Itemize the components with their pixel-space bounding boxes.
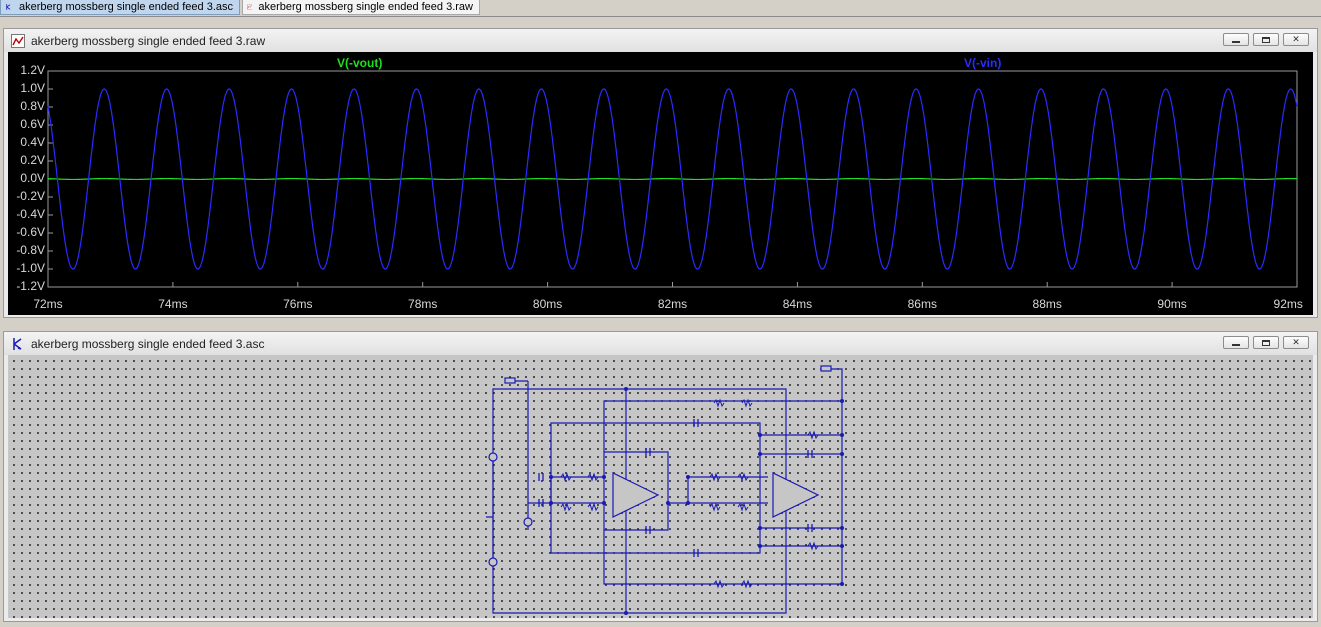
y-tick-label: 1.0V <box>20 81 45 95</box>
minimize-icon <box>1232 344 1240 346</box>
y-tick-label: 0.2V <box>20 153 45 167</box>
opamp-2[interactable] <box>772 472 820 518</box>
waveform-window-titlebar[interactable]: akerberg mossberg single ended feed 3.ra… <box>4 29 1317 52</box>
document-tab-strip: akerberg mossberg single ended feed 3.as… <box>0 0 1321 17</box>
capacitor-stage2[interactable] <box>807 450 813 532</box>
schematic-window-titlebar[interactable]: akerberg mossberg single ended feed 3.as… <box>4 332 1317 355</box>
minimize-button[interactable] <box>1223 33 1249 46</box>
x-tick-label: 88ms <box>1032 297 1062 311</box>
y-tick-label: -0.2V <box>16 189 45 203</box>
restore-button[interactable] <box>1253 336 1279 349</box>
voltage-source-3[interactable] <box>488 557 498 567</box>
plot-canvas[interactable] <box>8 52 1313 315</box>
x-tick-label: 92ms <box>1273 297 1303 311</box>
wire-output <box>820 368 843 401</box>
x-tick-label: 78ms <box>408 297 438 311</box>
resistor-stage1-in2[interactable] <box>560 502 599 512</box>
x-tick-label: 80ms <box>532 297 563 311</box>
voltage-source-1[interactable] <box>488 452 498 462</box>
wire-right-branches <box>760 434 842 547</box>
y-tick-label: 1.2V <box>20 63 45 77</box>
waveform-plot[interactable]: V(-vout) V(-vin) 1.2V 1.0V 0.8V 0.6V 0.4V 0.2… <box>8 52 1313 315</box>
series-label-vout[interactable]: V(-vout) <box>337 56 383 70</box>
minimize-icon <box>1232 41 1240 43</box>
close-icon: ✕ <box>1292 34 1300 44</box>
y-tick-label: -1.2V <box>16 279 45 293</box>
resistor-stage2-in2[interactable] <box>709 502 749 512</box>
schematic-window[interactable]: akerberg mossberg single ended feed 3.as… <box>3 331 1318 622</box>
waveform-icon <box>11 34 25 48</box>
tab-schematic-label: akerberg mossberg single ended feed 3.as… <box>18 1 233 13</box>
tab-waveform-label: akerberg mossberg single ended feed 3.ra… <box>258 1 473 13</box>
close-button[interactable]: ✕ <box>1283 336 1309 349</box>
voltage-source-2[interactable] <box>523 517 533 527</box>
resistor-top[interactable] <box>713 398 753 408</box>
y-tick-label: -1.0V <box>16 261 45 275</box>
schematic-window-title: akerberg mossberg single ended feed 3.as… <box>31 337 265 351</box>
minimize-button[interactable] <box>1223 336 1249 349</box>
net-flag-vout[interactable] <box>820 365 832 372</box>
close-button[interactable]: ✕ <box>1283 33 1309 46</box>
restore-icon <box>1262 36 1270 43</box>
close-icon: ✕ <box>1292 337 1300 347</box>
waveform-icon <box>247 4 253 10</box>
resistor-bottom[interactable] <box>713 579 753 589</box>
y-tick-label: 0.4V <box>20 135 45 149</box>
restore-icon <box>1262 339 1270 346</box>
series-label-vin[interactable]: V(-vin) <box>964 56 1002 70</box>
wire-left-sources <box>486 455 494 570</box>
capacitor-2[interactable] <box>693 549 699 557</box>
waveform-window[interactable]: akerberg mossberg single ended feed 3.ra… <box>3 28 1318 318</box>
y-tick-label: 0.0V <box>20 171 45 185</box>
resistor-stage2-in[interactable] <box>709 472 749 482</box>
y-tick-label: 0.8V <box>20 99 45 113</box>
wire-inner-loop <box>550 422 761 554</box>
y-tick-label: -0.8V <box>16 243 45 257</box>
capacitor-stage1[interactable] <box>645 448 651 534</box>
y-tick-label: -0.6V <box>16 225 45 239</box>
opamp-1[interactable] <box>612 472 660 518</box>
schematic-drawing[interactable] <box>8 355 1313 618</box>
x-tick-label: 72ms <box>33 297 63 311</box>
trace-vin[interactable] <box>47 88 1298 270</box>
net-flag-vin[interactable] <box>504 377 516 384</box>
tab-waveform[interactable]: akerberg mossberg single ended feed 3.ra… <box>242 0 480 15</box>
waveform-window-title: akerberg mossberg single ended feed 3.ra… <box>31 34 266 48</box>
wire-stage1-feedback <box>604 503 669 531</box>
y-tick-label: -0.4V <box>16 207 45 221</box>
x-tick-label: 74ms <box>158 297 188 311</box>
x-tick-label: 76ms <box>283 297 313 311</box>
capacitor-input[interactable] <box>538 473 544 507</box>
x-tick-label: 86ms <box>907 297 937 311</box>
resistor-right[interactable] <box>807 430 819 551</box>
schematic-icon <box>6 4 11 10</box>
trace-vout[interactable] <box>47 177 1298 181</box>
restore-button[interactable] <box>1253 33 1279 46</box>
tab-schematic[interactable]: akerberg mossberg single ended feed 3.as… <box>0 0 240 15</box>
capacitor-1[interactable] <box>693 419 699 427</box>
x-tick-label: 84ms <box>782 297 813 311</box>
schematic-canvas[interactable] <box>8 355 1313 618</box>
wire-stage-link <box>604 451 768 504</box>
x-tick-label: 90ms <box>1157 297 1187 311</box>
x-tick-label: 82ms <box>657 297 688 311</box>
y-tick-label: 0.6V <box>20 117 45 131</box>
wire-input <box>527 381 604 504</box>
schematic-icon <box>13 338 22 350</box>
resistor-stage1-in[interactable] <box>560 472 599 482</box>
